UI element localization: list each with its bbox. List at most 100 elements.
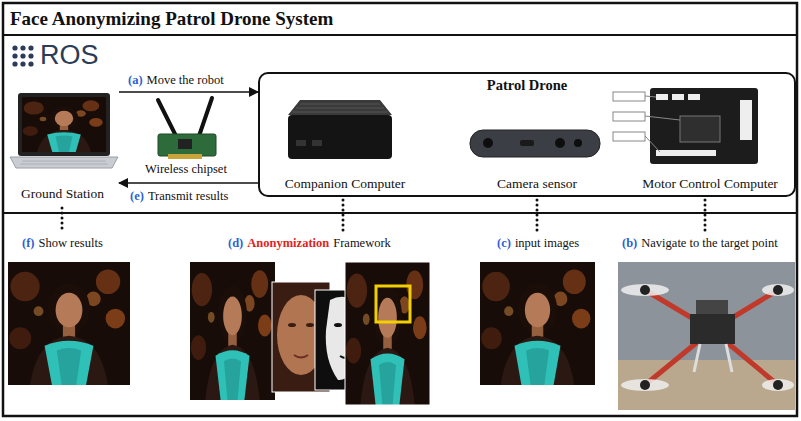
node-label: Patrol Drone	[260, 77, 794, 94]
dotted-leaders	[61, 208, 64, 232]
drone-photo	[618, 262, 795, 410]
anonymization-stack	[376, 286, 410, 322]
ros-dots	[20, 45, 25, 50]
anonymization-stack	[294, 355, 308, 358]
input-image	[480, 262, 595, 385]
motor-control-board-icon	[656, 150, 716, 156]
camera-sensor-icon	[470, 130, 600, 157]
drone-photo	[726, 344, 732, 372]
diagram-title: Face Anonymizing Patrol Drone System	[10, 8, 333, 30]
drone-photo	[640, 285, 650, 295]
ros-dots	[12, 45, 17, 50]
ros-dots	[12, 53, 17, 58]
drone-photo	[773, 285, 783, 295]
companion-computer-icon	[300, 104, 380, 105]
anonymization-stack	[345, 262, 430, 405]
drone-photo	[690, 314, 735, 344]
step-label: input images	[515, 236, 579, 250]
logo-text: ROS	[40, 40, 99, 71]
wireless-chipset-icon	[158, 134, 216, 156]
motor-control-board-icon	[645, 116, 680, 120]
drone-photo	[621, 379, 669, 391]
dotted-leaders	[342, 200, 345, 231]
laptop-icon	[20, 164, 108, 165]
motor-control-board-icon	[672, 94, 684, 100]
drone-photo	[618, 262, 795, 410]
anonymization-stack	[190, 262, 430, 405]
connector-arrow	[119, 91, 258, 93]
outer-frame	[3, 34, 797, 36]
outer-frame	[3, 3, 797, 416]
step-letter: (d)	[228, 236, 243, 250]
result-image	[8, 262, 130, 385]
node-label: Companion Computer	[271, 176, 419, 192]
wireless-chipset-icon	[158, 100, 176, 136]
part-label: Wireless chipset	[145, 162, 227, 176]
component-label-box: Companion Computer	[271, 97, 419, 195]
edge-label: Transmit results	[148, 189, 228, 203]
step-label: Framework	[333, 236, 391, 250]
step-letter: (f)	[22, 236, 35, 250]
wireless-chipset-icon	[178, 139, 192, 149]
laptop-icon	[22, 161, 106, 162]
motor-control-board-icon	[613, 132, 645, 141]
companion-computer-icon	[288, 100, 392, 159]
wireless-chipset-icon	[168, 154, 202, 159]
dotted-leaders	[704, 200, 707, 231]
drone-group-box: Patrol DroneCompanion Computer Camera sen…	[258, 72, 796, 197]
motor-control-board-icon	[688, 94, 700, 100]
companion-computer-icon	[296, 108, 384, 109]
drone-photo	[762, 379, 794, 391]
dotted-leaders	[536, 200, 539, 231]
drone-photo	[618, 360, 795, 410]
companion-computer-icon	[288, 100, 392, 115]
drone-photo	[621, 284, 669, 296]
component-label-box: Motor Control Computer	[626, 97, 794, 195]
ros-dots	[20, 61, 25, 66]
ros-dots	[28, 61, 33, 66]
step-letter: (e)	[130, 189, 144, 203]
motor-control-board-icon	[645, 96, 656, 97]
step-letter: (c)	[497, 236, 511, 250]
companion-computer-icon	[312, 140, 322, 146]
drone-photo	[694, 344, 700, 372]
ros-dots	[12, 45, 33, 66]
connector-arrow	[119, 182, 258, 184]
ground-station: Ground Station	[6, 85, 119, 205]
laptop-icon	[10, 93, 118, 168]
step-label: Navigate to the target point	[641, 236, 778, 250]
wireless-chipset-icon	[158, 98, 216, 159]
node-label: Motor Control Computer	[626, 176, 794, 192]
laptop-icon	[10, 157, 118, 168]
anonymization-stack	[345, 262, 430, 405]
step-label-highlight: Anonymization	[247, 236, 329, 250]
ros-dots	[12, 61, 17, 66]
ros-dots	[20, 53, 25, 58]
input-image	[480, 262, 595, 385]
companion-computer-icon	[288, 115, 392, 159]
step-letter: (b)	[622, 236, 637, 250]
outer-frame	[3, 3, 797, 416]
outer-frame	[3, 212, 797, 214]
wireless-chipset-icon	[199, 98, 212, 136]
camera-sensor-icon	[574, 139, 582, 147]
anonymization-stack	[334, 323, 342, 327]
motor-control-board-icon	[613, 112, 645, 121]
camera-sensor-icon	[470, 130, 600, 157]
step-label: Show results	[39, 236, 103, 250]
drone-photo	[696, 300, 728, 314]
drone-photo	[640, 380, 650, 390]
laptop-icon	[18, 93, 110, 156]
motor-control-board-icon	[680, 116, 720, 142]
anonymization-stack	[288, 323, 296, 327]
motor-control-board-icon	[740, 100, 752, 140]
motor-control-board-icon	[645, 136, 660, 152]
anonymization-stack	[190, 262, 275, 400]
laptop-icon	[22, 97, 106, 152]
companion-computer-icon	[292, 112, 388, 113]
node-label: Camera sensor	[463, 176, 611, 192]
motor-control-board-icon	[656, 94, 668, 100]
